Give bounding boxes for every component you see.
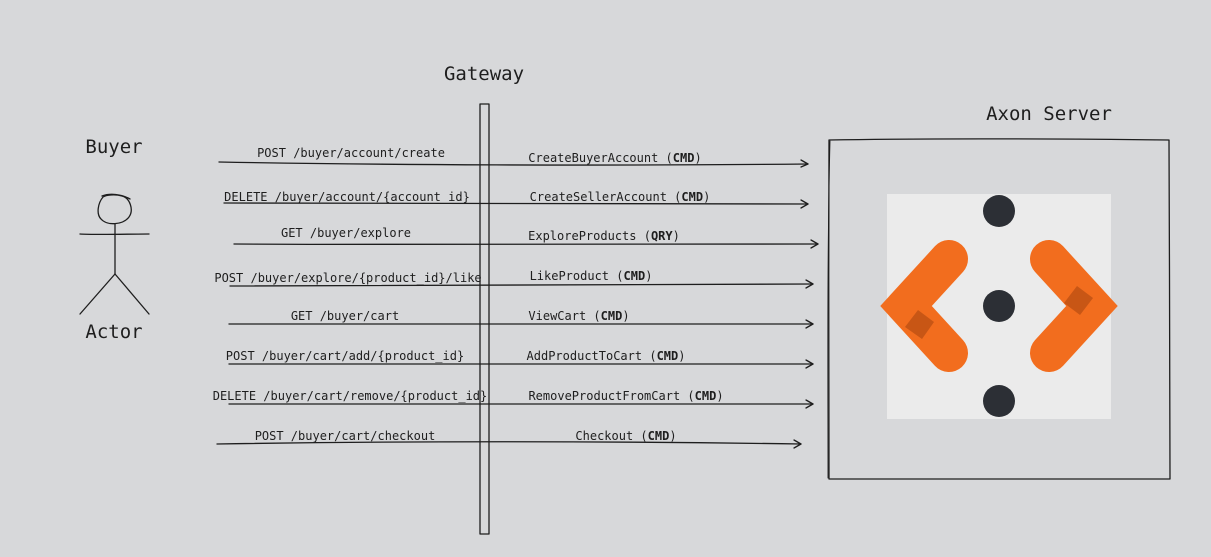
message-label: CreateSellerAccount (CMD) — [530, 190, 711, 204]
message-label: LikeProduct (CMD) — [530, 269, 653, 283]
endpoint-label: POST /buyer/account/create — [257, 146, 445, 160]
message-label: ViewCart (CMD) — [528, 309, 629, 323]
arrow-explore — [233, 239, 819, 249]
actor-name: Buyer — [85, 136, 142, 158]
endpoint-label: GET /buyer/explore — [281, 226, 411, 240]
arrow-head-icon — [805, 359, 814, 369]
actor-caption: Actor — [85, 321, 142, 343]
arrow-head-icon — [805, 279, 814, 289]
gateway-label: Gateway — [444, 63, 524, 85]
logo-dot-bottom — [983, 385, 1015, 417]
endpoint-label: POST /buyer/cart/add/{product_id} — [226, 349, 464, 363]
server-label: Axon Server — [986, 103, 1112, 125]
arrow-head-icon — [805, 319, 814, 329]
endpoint-label: DELETE /buyer/account/{account_id} — [224, 190, 470, 204]
arrow-head-icon — [805, 399, 814, 409]
logo-right-chevron — [1030, 240, 1118, 372]
message-label: RemoveProductFromCart (CMD) — [528, 389, 723, 403]
endpoint-label: DELETE /buyer/cart/remove/{product_id} — [213, 389, 488, 403]
arrow-head-icon — [810, 239, 819, 249]
logo-left-chevron — [880, 240, 968, 372]
message-label: ExploreProducts (QRY) — [528, 229, 680, 243]
endpoint-label: POST /buyer/cart/checkout — [255, 429, 436, 443]
message-label: CreateBuyerAccount (CMD) — [528, 151, 701, 165]
arrow-create-buyer-account — [218, 159, 809, 168]
endpoint-labels: POST /buyer/account/create DELETE /buyer… — [213, 146, 488, 443]
arrow-add-to-cart — [228, 359, 814, 369]
message-label: Checkout (CMD) — [575, 429, 676, 443]
server-box — [827, 138, 1171, 481]
arrow-checkout — [216, 439, 802, 449]
logo-dot-top — [983, 195, 1015, 227]
arrow-head-icon — [800, 159, 809, 168]
arrow-head-icon — [800, 199, 809, 209]
stick-figure-icon — [79, 193, 150, 315]
gateway-lifeline — [479, 103, 490, 535]
endpoint-label: GET /buyer/cart — [291, 309, 399, 323]
logo-dot-middle — [983, 290, 1015, 322]
arrow-remove-from-cart — [228, 399, 814, 409]
axon-server-logo-icon — [880, 194, 1118, 419]
endpoint-label: POST /buyer/explore/{product_id}/like — [214, 271, 481, 285]
message-label: AddProductToCart (CMD) — [527, 349, 686, 363]
arrow-head-icon — [793, 439, 802, 449]
message-labels: CreateBuyerAccount (CMD) CreateSellerAcc… — [527, 151, 724, 443]
